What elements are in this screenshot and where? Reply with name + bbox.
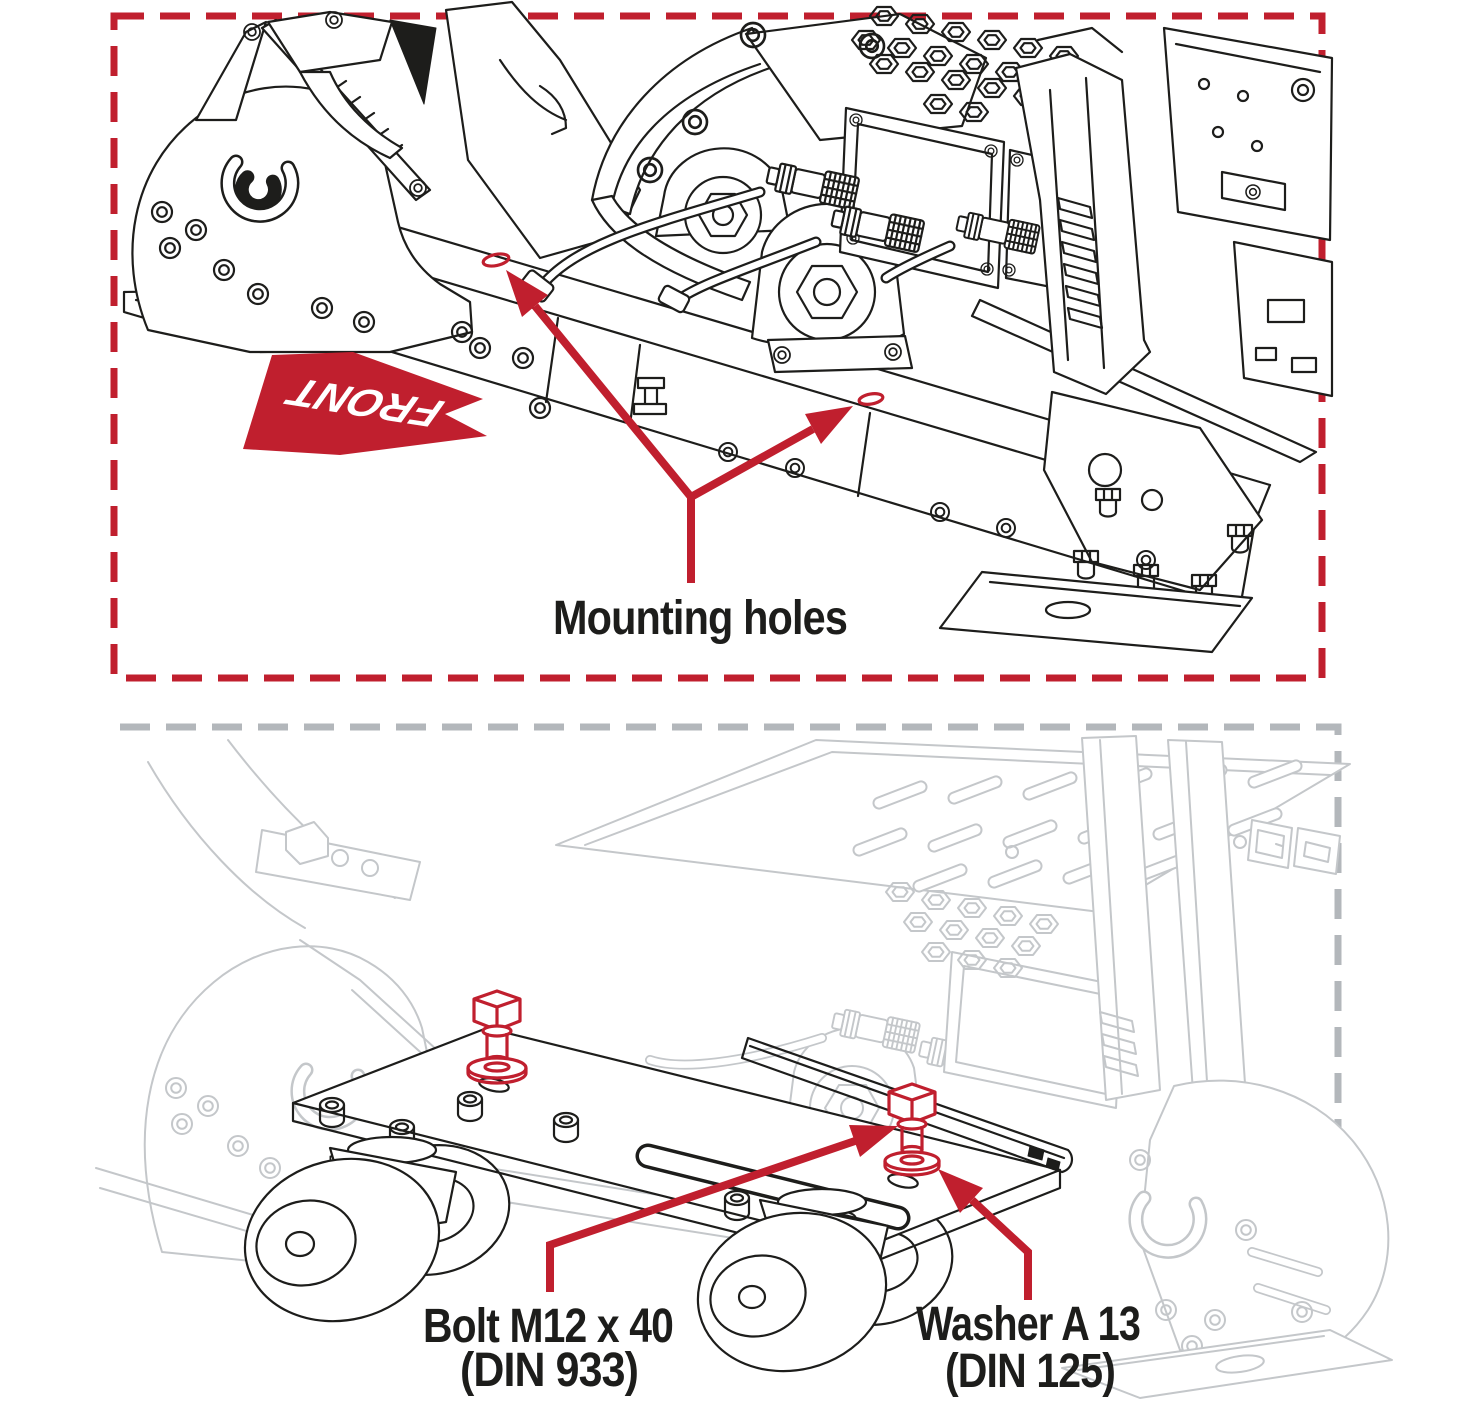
caster-assembly [243,1026,1074,1373]
bolt-leader-arrowhead [849,1125,898,1157]
washer-illustration-left [466,1056,528,1085]
bolt-label-line1: Bolt M12 x 40 [423,1300,673,1353]
mounting-hole-highlight-1 [481,252,511,268]
bottom-panel: Bolt M12 x 40 (DIN 933) Washer A 13 (DIN… [95,723,1393,1399]
washer-illustration-right [883,1150,941,1177]
machine-top-line-art [122,0,1334,654]
leader-arrowhead-left [506,270,548,317]
fastener-illustrations [466,989,941,1177]
front-arrow-shape [243,352,487,455]
washer-leader-arrowhead [938,1169,983,1213]
washer-label-line1: Washer A 13 [916,1298,1140,1351]
mounting-holes-label: Mounting holes [553,592,847,645]
front-direction-arrow: FRONT [243,352,487,455]
bolt-illustration-left [472,989,522,1066]
bolt-leader [546,1125,898,1292]
bolt-label-line2: (DIN 933) [460,1344,638,1397]
leader-arrowhead-right [805,406,853,444]
mounting-holes-leader [506,270,853,583]
washer-label-line2: (DIN 125) [945,1345,1115,1398]
top-panel: FRONT Mounting holes [110,0,1334,682]
washer-leader [938,1169,1032,1300]
bottom-panel-dashed-border [120,723,1342,1237]
mounting-hole-highlight-2 [857,392,885,406]
bolt-illustration-right [887,1082,937,1156]
